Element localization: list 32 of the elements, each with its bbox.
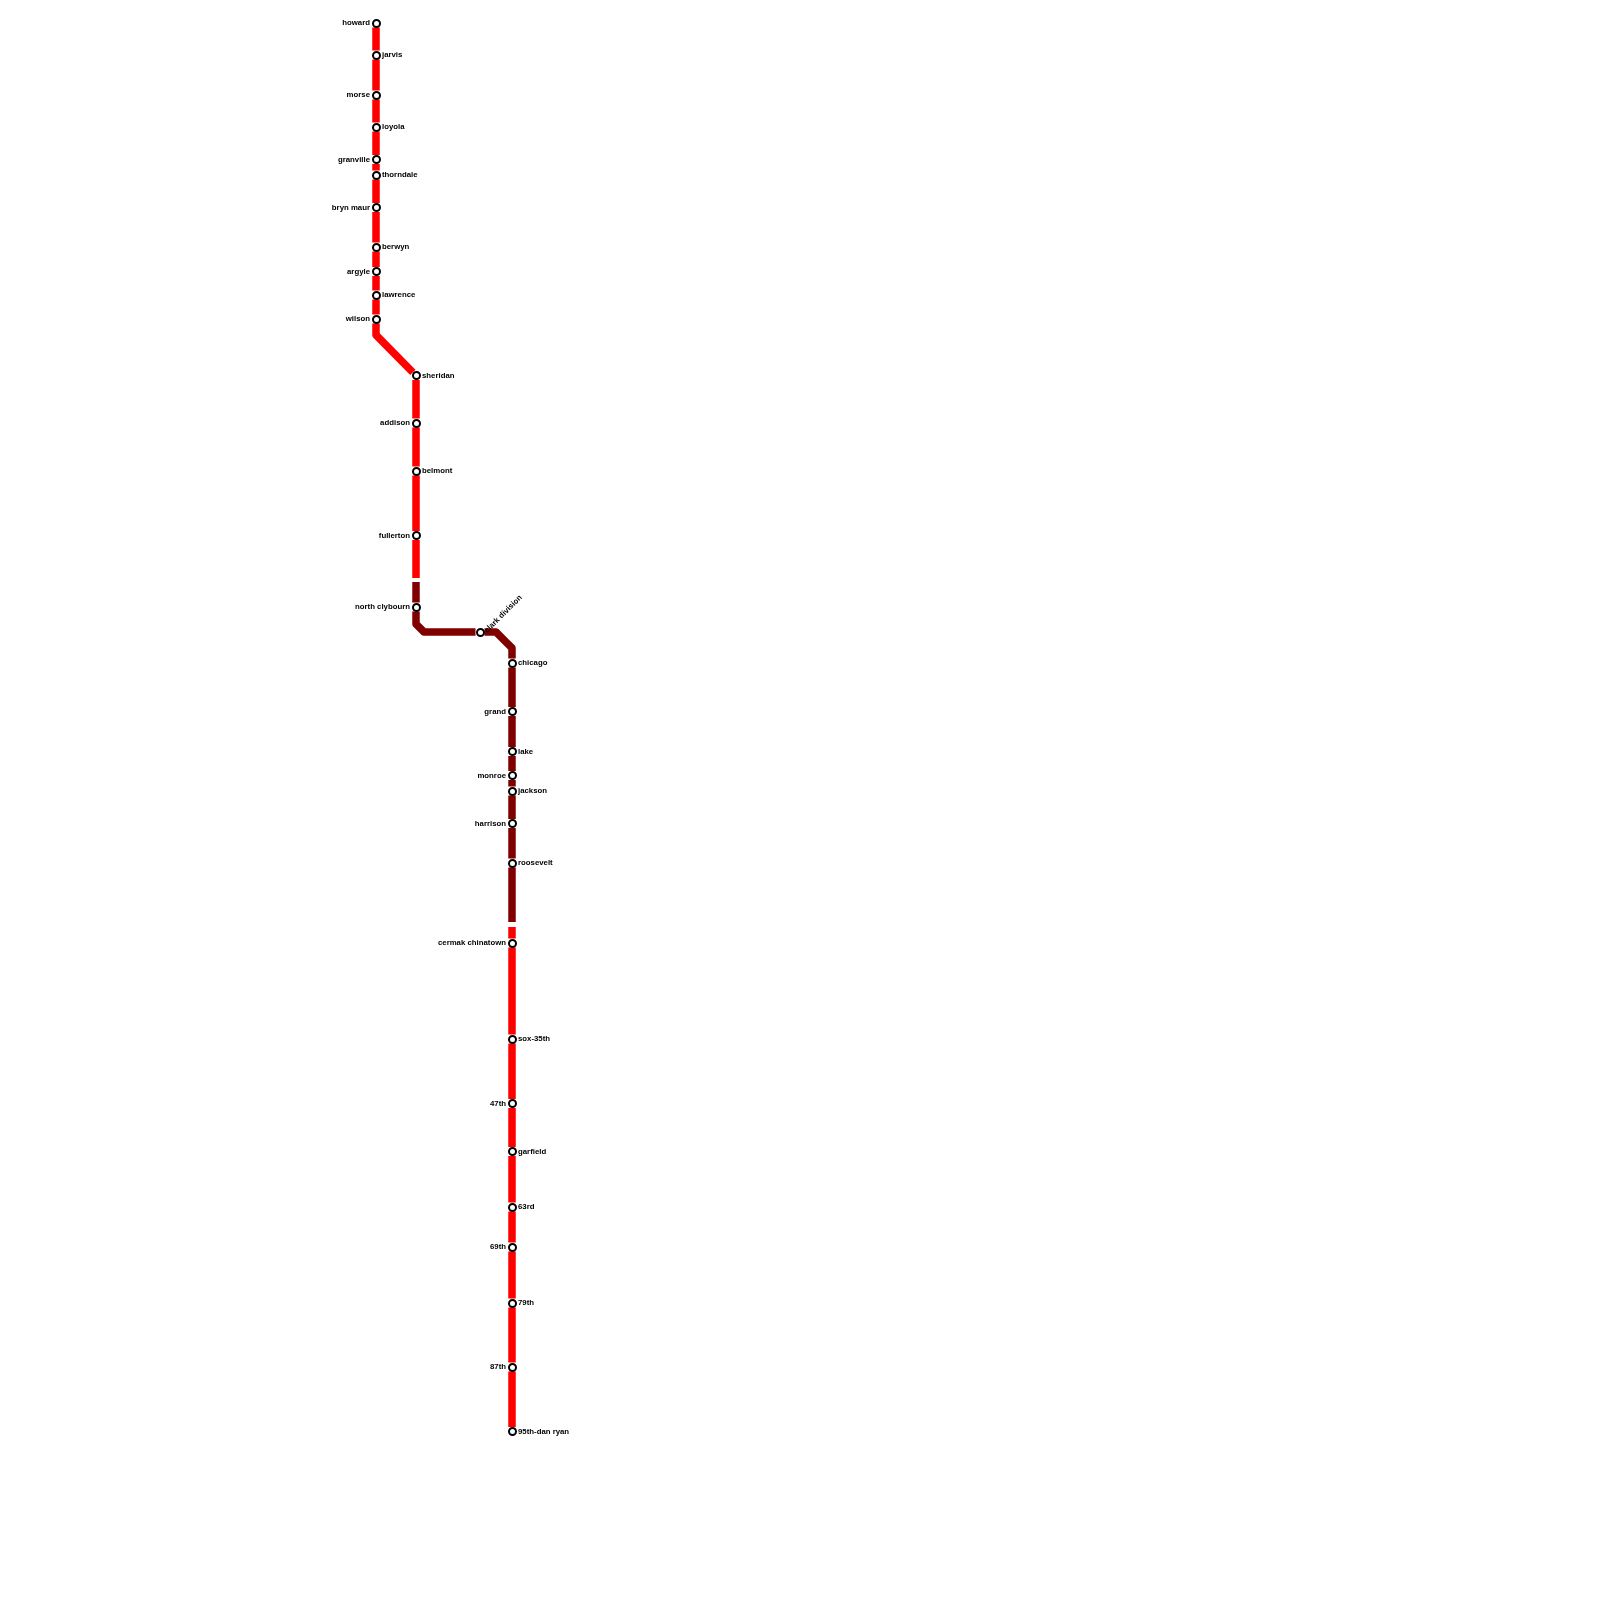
route-line xyxy=(508,1371,516,1427)
route-line xyxy=(372,164,380,171)
route-line xyxy=(372,27,380,51)
route-line xyxy=(412,380,420,419)
route-line xyxy=(372,59,380,91)
route-line xyxy=(484,628,516,659)
route-line xyxy=(508,1211,516,1243)
route-line xyxy=(372,299,380,315)
route-line xyxy=(412,611,476,636)
route-line xyxy=(508,756,516,771)
route-line xyxy=(372,99,380,123)
route-line xyxy=(412,540,420,603)
route-line xyxy=(508,1043,516,1099)
route-line xyxy=(372,251,380,267)
route-line xyxy=(508,1156,516,1203)
route-line xyxy=(508,667,516,707)
route-line xyxy=(508,1307,516,1363)
route-line xyxy=(508,947,516,1035)
route-line xyxy=(508,716,516,747)
route-line xyxy=(372,179,380,203)
route-line xyxy=(372,212,380,243)
route-line xyxy=(508,828,516,859)
route-line xyxy=(508,1108,516,1147)
route-line xyxy=(412,427,420,467)
route-line xyxy=(372,323,416,375)
route-line xyxy=(508,795,516,819)
route-line xyxy=(508,867,516,939)
route-line xyxy=(372,276,380,291)
route-line xyxy=(508,1251,516,1299)
route-line xyxy=(508,780,516,787)
route-line xyxy=(372,131,380,155)
route-line xyxy=(412,475,420,531)
